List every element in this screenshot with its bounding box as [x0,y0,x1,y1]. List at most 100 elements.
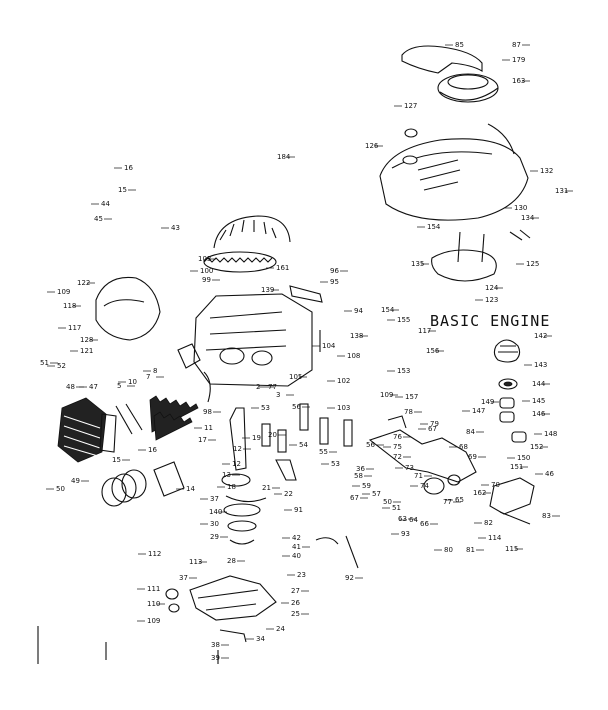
callout-143: 143 [524,361,547,369]
callout-number: 71 [414,472,423,480]
callout-number: 85 [455,41,464,49]
callout-85: 85 [445,41,464,49]
callout-87: 87 [512,41,530,49]
callout-number: 105 [289,373,302,381]
callout-number: 16 [148,446,157,454]
callout-number: 122 [77,279,90,287]
callout-number: 96 [330,267,339,275]
callout-94: 94 [344,307,363,315]
callout-138: 138 [350,332,368,340]
callout-184: 184 [277,153,295,161]
callout-82: 82 [474,519,493,527]
callout-47: 47 [79,383,98,391]
callout-53: 53 [251,404,270,412]
callout-130: 130 [504,204,527,212]
callout-number: 117 [418,327,431,335]
callout-109: 109 [137,617,160,625]
callout-110: 110 [147,600,165,608]
callout-number: 111 [147,585,160,593]
callout-number: 68 [459,443,468,451]
callout-number: 77 [443,498,452,506]
callout-70: 70 [481,481,500,489]
callout-number: 23 [297,571,306,579]
callout-26: 26 [281,599,300,607]
callout-57: 57 [362,490,381,498]
blower-housing [95,276,161,341]
callout-56: 56 [366,441,384,449]
callout-number: 102 [337,377,350,385]
callout-34: 34 [246,635,265,643]
callout-139: 139 [261,286,279,294]
callout-number: 125 [526,260,539,268]
callout-number: 75 [393,443,402,451]
callout-17: 17 [198,436,216,444]
callout-number: 118 [63,302,76,310]
callout-114: 114 [478,534,502,542]
callout-162: 162 [473,489,491,497]
callout-number: 76 [393,433,402,441]
callout-number: 39 [211,654,220,662]
callout-42: 42 [282,534,301,542]
callout-46: 46 [535,470,554,478]
diagram-heading: BASIC ENGINE [430,312,551,330]
callout-115: 115 [505,545,523,553]
callout-number: 10 [128,378,137,386]
callout-number: 94 [354,307,363,315]
callout-149: 149 [481,398,499,406]
fuel-tank-shroud [379,123,529,221]
callout-122: 122 [77,279,95,287]
callout-number: 66 [420,520,429,528]
callout-number: 36 [356,465,365,473]
callout-76: 76 [393,433,411,441]
callout-number: 93 [401,530,410,538]
callout-number: 140 [209,508,222,516]
callout-number: 103 [337,404,350,412]
callout-131: 131 [555,187,573,195]
callout-41: 41 [292,543,310,551]
callout-number: 142 [534,332,547,340]
callout-54: 54 [289,441,308,449]
callout-number: 103 [198,255,211,263]
callout-103: 103 [327,404,350,412]
callout-number: 3 [276,391,280,399]
callout-59: 59 [352,482,371,490]
callout-67: 67 [418,425,437,433]
callout-number: 20 [268,431,277,439]
callout-14: 14 [176,485,195,493]
callout-142: 142 [534,332,552,340]
callout-10: 10 [118,378,137,386]
callout-66: 66 [420,520,438,528]
callout-number: 14 [186,485,195,493]
callout-51: 51 [382,504,401,512]
callout-118: 118 [63,302,81,310]
callout-number: 99 [202,276,211,284]
callout-117: 117 [58,324,81,332]
callout-number: 27 [291,587,300,595]
callout-number: 12 [233,445,242,453]
callout-number: 22 [284,490,293,498]
callout-number: 51 [40,359,49,367]
callout-30: 30 [200,520,219,528]
callout-number: 24 [276,625,285,633]
callout-number: 91 [294,506,303,514]
callout-number: 128 [80,336,93,344]
callout-53: 53 [321,460,340,468]
callout-135: 135 [411,260,429,268]
callout-number: 124 [485,284,499,292]
callout-number: 112 [148,550,161,558]
callout-128: 128 [80,336,98,344]
breather-assembly [489,477,535,525]
callout-80: 80 [434,546,453,554]
callout-number: 12 [232,460,241,468]
callout-121: 121 [70,347,93,355]
crankcase [177,293,313,403]
callout-83: 83 [542,512,560,520]
callout-8: 8 [143,367,157,375]
callout-number: 69 [468,453,477,461]
piston-rings [101,461,185,507]
callout-77: 77 [443,498,461,506]
callout-45: 45 [94,215,112,223]
callout-number: 108 [347,352,360,360]
callout-58: 58 [354,472,372,480]
callout-number: 87 [512,41,521,49]
